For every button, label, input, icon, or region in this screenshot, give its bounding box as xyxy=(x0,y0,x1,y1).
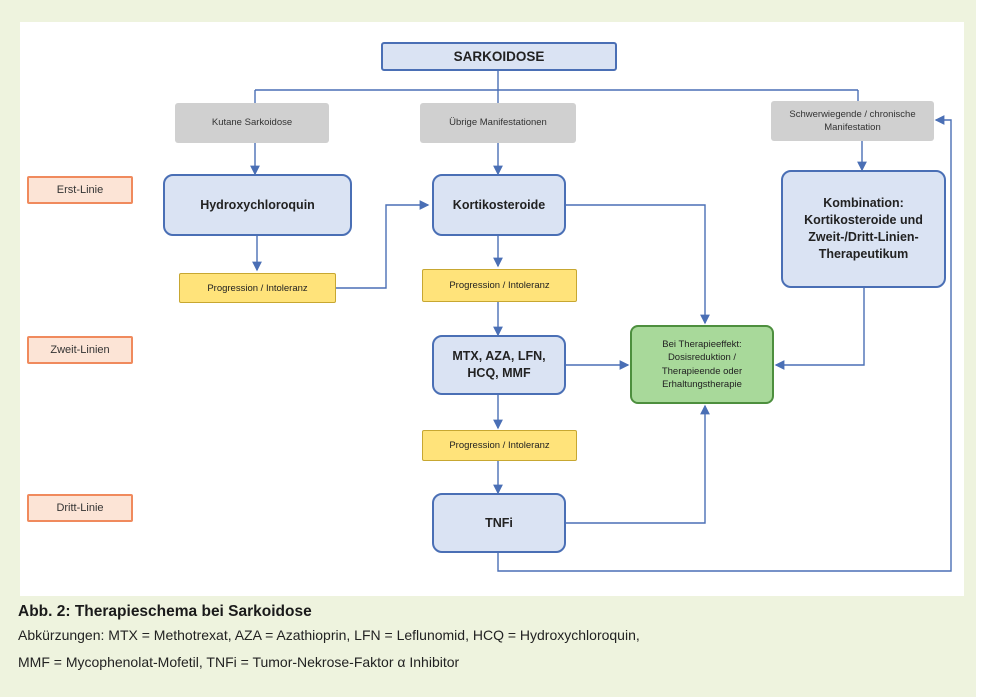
progression-middle-2: Progression / Intoleranz xyxy=(422,430,577,461)
diagram-title: SARKOIDOSE xyxy=(381,42,617,71)
category-schwer: Schwerwiegende / chronische Manifestatio… xyxy=(771,101,934,141)
label-dritt-linie: Dritt-Linie xyxy=(27,494,133,522)
progression-middle-1: Progression / Intoleranz xyxy=(422,269,577,302)
category-kutan: Kutane Sarkoidose xyxy=(175,103,329,143)
node-tnfi: TNFi xyxy=(432,493,566,553)
figure-caption-line-2: MMF = Mycophenolat-Mofetil, TNFi = Tumor… xyxy=(18,654,460,670)
node-zweitlinie: MTX, AZA, LFN, HCQ, MMF xyxy=(432,335,566,395)
node-kombination: Kombination: Kortikosteroide und Zweit-/… xyxy=(781,170,946,288)
label-erst-linie: Erst-Linie xyxy=(27,176,133,204)
connector-tnfi-effekt xyxy=(566,404,710,524)
connector-kombi-effekt xyxy=(774,288,865,370)
connector-tnfi-feedback xyxy=(497,115,952,572)
figure-caption-title: Abb. 2: Therapieschema bei Sarkoidose xyxy=(18,603,312,620)
node-kortikosteroide: Kortikosteroide xyxy=(432,174,566,236)
node-therapieeffekt: Bei Therapieeffekt: Dosisreduktion / The… xyxy=(630,325,774,404)
connector-progression-kortiko xyxy=(336,200,430,289)
connector-kortiko-effekt xyxy=(566,204,710,325)
progression-left: Progression / Intoleranz xyxy=(179,273,336,303)
node-hydroxychloroquin: Hydroxychloroquin xyxy=(163,174,352,236)
figure-caption-line-1: Abkürzungen: MTX = Methotrexat, AZA = Az… xyxy=(18,627,640,643)
label-zweit-linien: Zweit-Linien xyxy=(27,336,133,364)
category-uebrige: Übrige Manifestationen xyxy=(420,103,576,143)
